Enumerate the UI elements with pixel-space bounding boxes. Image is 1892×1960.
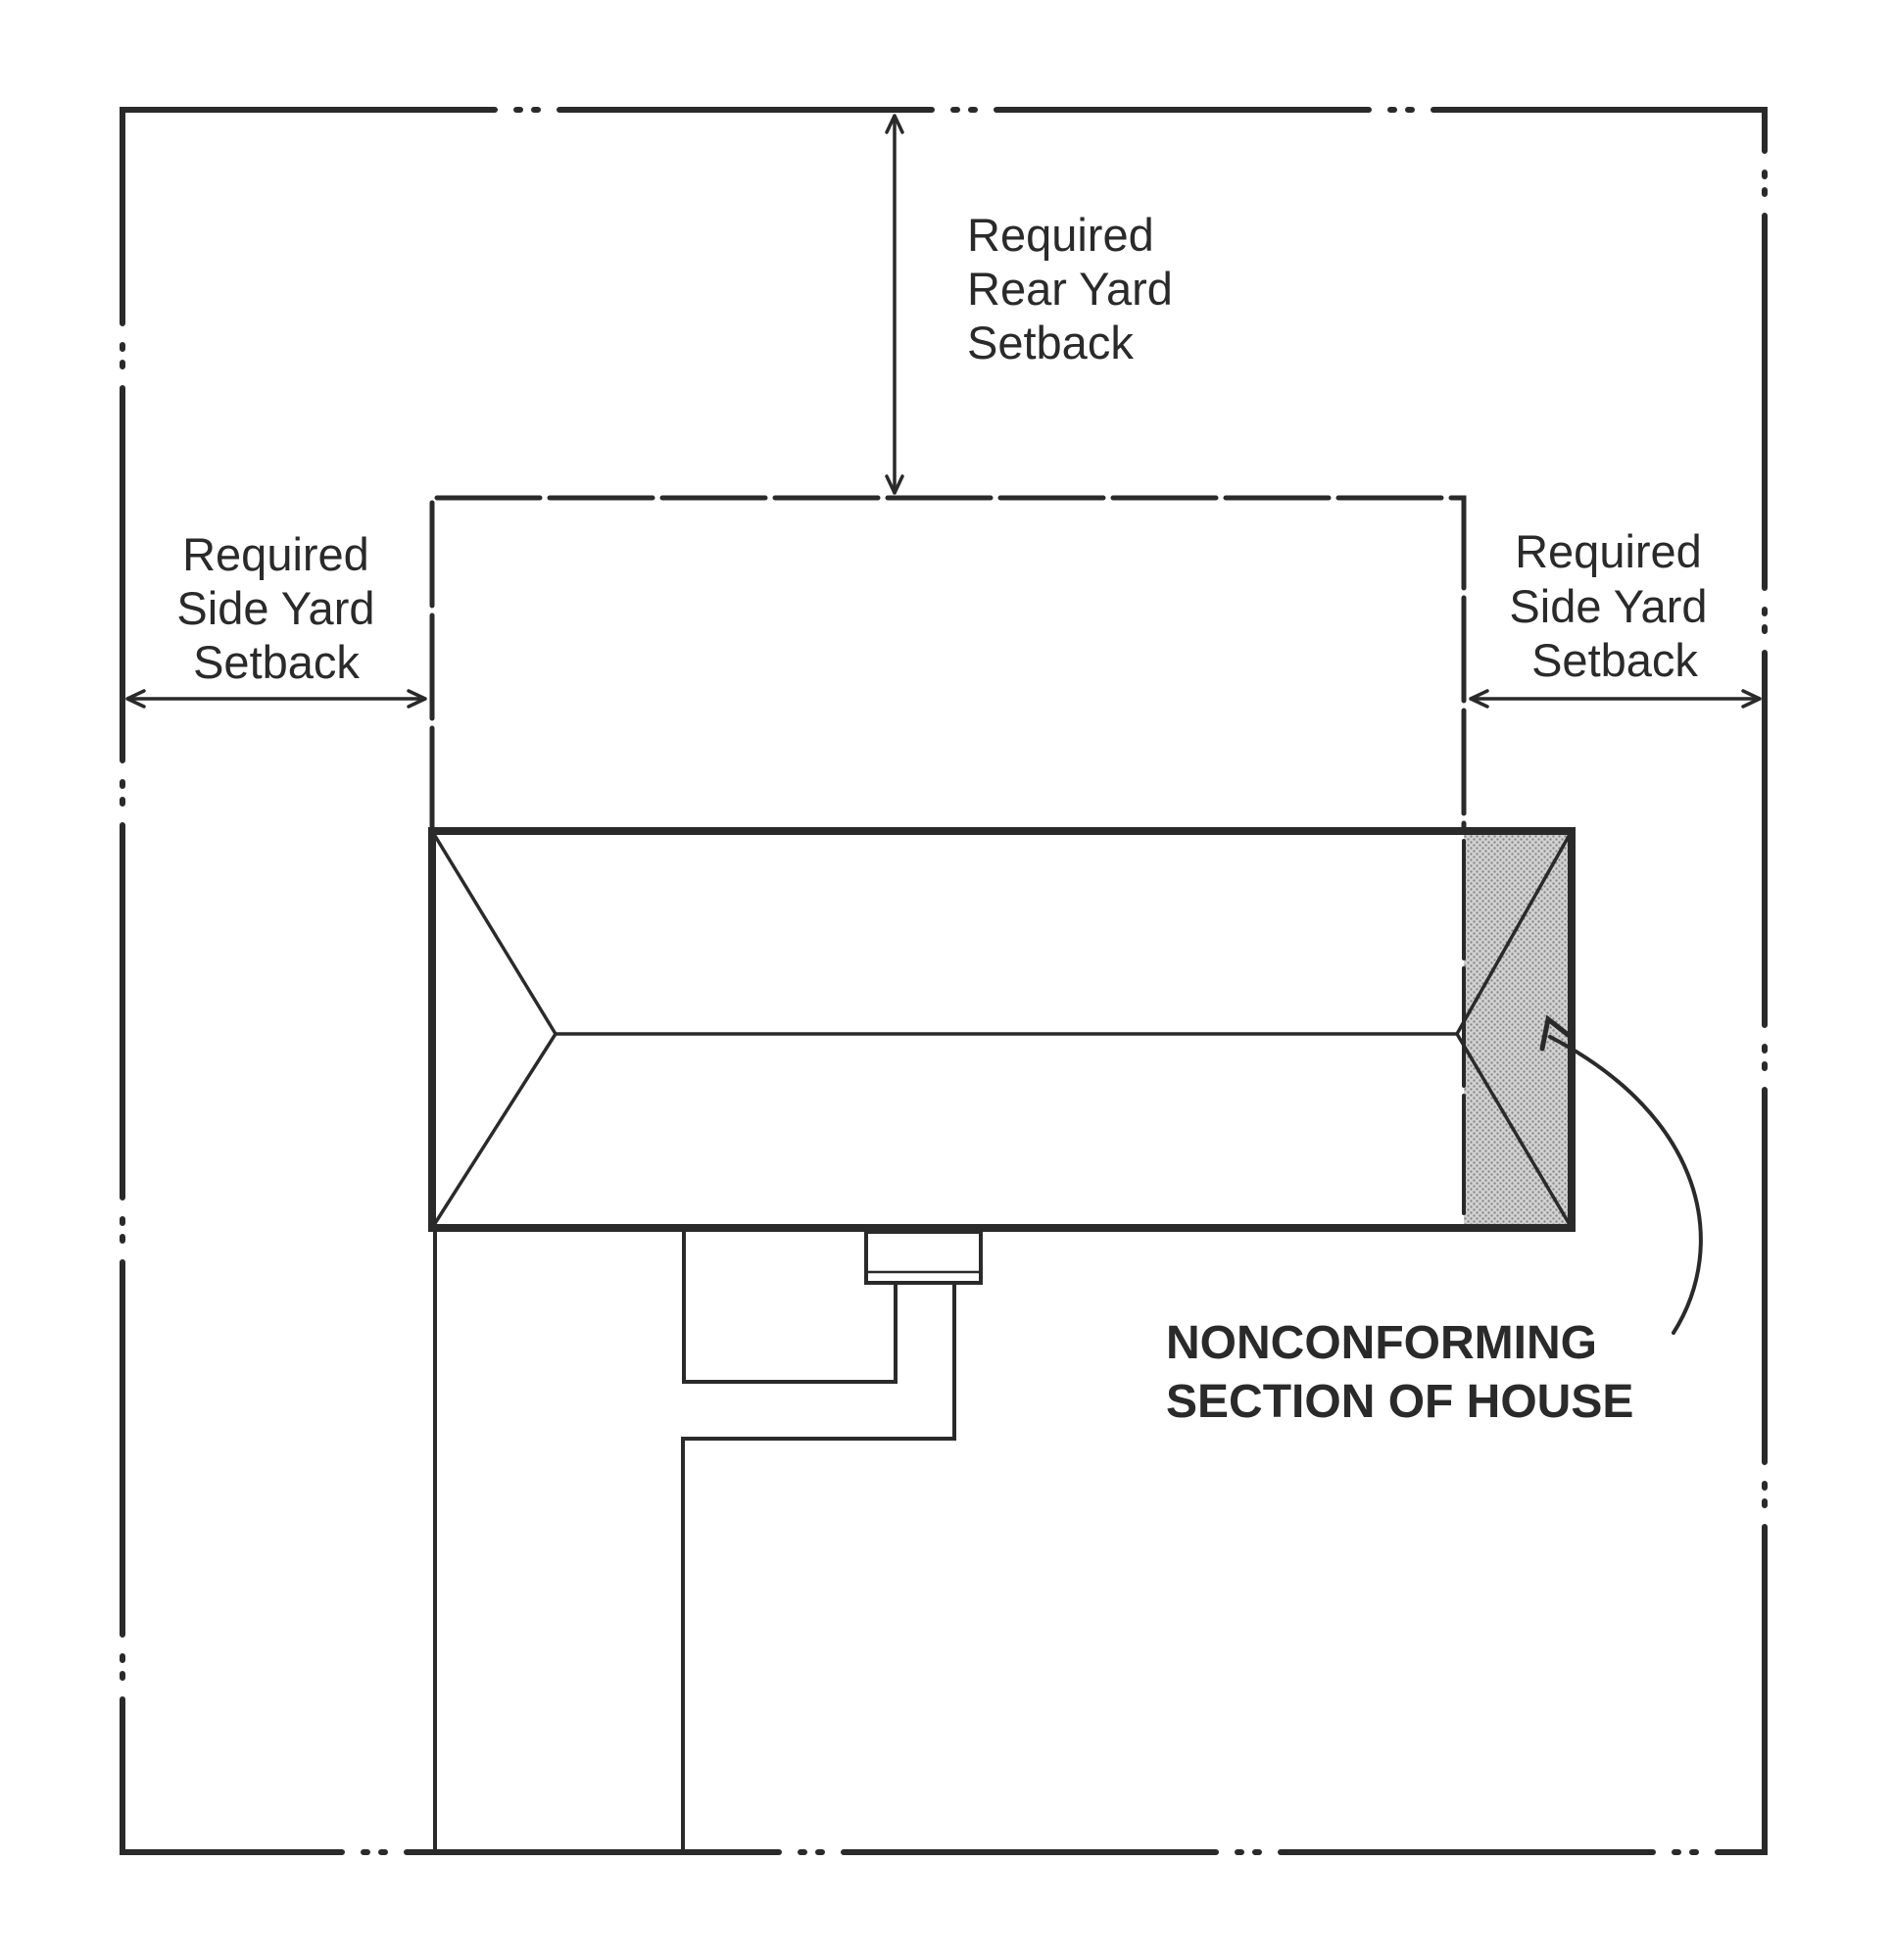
right-side-setback-label: Required Side Yard Setback (1509, 525, 1720, 686)
walkway (681, 1230, 956, 1852)
setback-envelope (429, 495, 1467, 834)
property-line (120, 107, 1768, 1855)
left-side-setback-label: Required Side Yard Setback (176, 528, 387, 688)
front-stoop (864, 1230, 983, 1285)
nonconforming-label: NONCONFORMING SECTION OF HOUSE (1166, 1317, 1633, 1428)
nonconforming-leader-arrow (1539, 1014, 1703, 1335)
rear-setback-label: Required Rear Yard Setback (967, 209, 1186, 368)
nonconforming-section (1464, 831, 1572, 1228)
house-footprint (428, 827, 1576, 1232)
